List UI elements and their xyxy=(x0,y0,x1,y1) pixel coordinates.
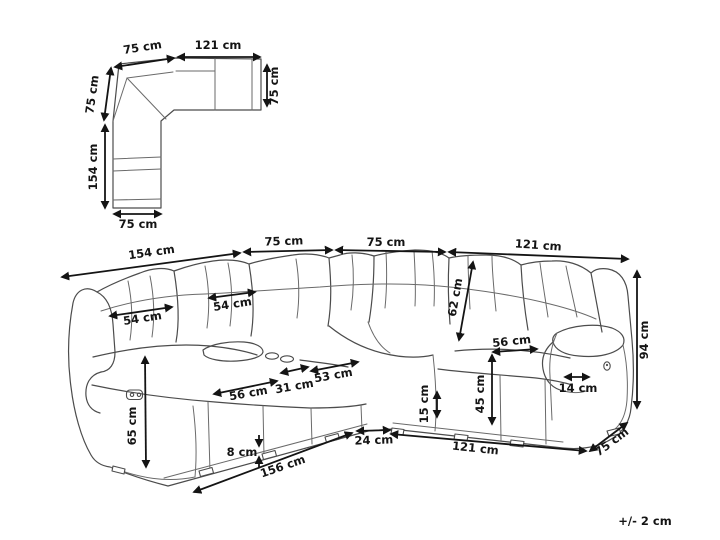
dim-label-armrest-height: 65 cm xyxy=(125,407,139,446)
dim-plan-right-depth: 75 cm xyxy=(262,63,281,108)
dim-seat-width-left: 56 cm xyxy=(212,378,279,404)
dim-label-plan-left-length: 154 cm xyxy=(86,144,100,191)
dim-label-back-width-left: 154 cm xyxy=(127,242,175,262)
dim-label-seat-depth: 56 cm xyxy=(492,332,532,350)
dim-side-depth-right: 75 cm xyxy=(588,421,631,459)
plan-view-outline xyxy=(112,57,262,209)
dim-base-clearance: 15 cm xyxy=(417,385,442,424)
dim-label-plan-top-width: 75 cm xyxy=(122,37,163,57)
dim-front-length-right: 121 cm xyxy=(389,430,588,458)
dim-armrest-top-width: 14 cm xyxy=(559,372,598,395)
perspective-dimensions: 154 cm 75 cm 75 cm 121 cm 54 cm 54 cm 62… xyxy=(60,233,651,494)
dim-label-back-width-center-right: 75 cm xyxy=(367,235,406,249)
dim-seat-width-center: 53 cm xyxy=(309,358,360,386)
dim-label-base-rail-height: 8 cm xyxy=(227,445,258,459)
dim-front-length-left: 156 cm xyxy=(192,431,354,494)
dim-seat-back-height: 45 cm xyxy=(473,353,497,426)
dim-plan-top-right-width: 121 cm xyxy=(176,38,262,62)
dim-label-seat-back-height: 45 cm xyxy=(473,375,487,414)
dim-label-corner-segment-width: 24 cm xyxy=(354,432,393,447)
dim-label-seat-width-center: 53 cm xyxy=(313,365,354,386)
dim-back-width-center-right: 75 cm xyxy=(334,235,447,257)
cup-holder-icon xyxy=(279,355,295,363)
dim-label-seat-width-left: 56 cm xyxy=(228,383,269,404)
right-armrest xyxy=(541,324,628,430)
dim-label-base-clearance: 15 cm xyxy=(417,385,431,424)
dim-seat-depth: 56 cm xyxy=(491,332,539,356)
dim-label-plan-upper-left-depth: 75 cm xyxy=(82,74,101,114)
dim-plan-upper-left-depth: 75 cm xyxy=(82,66,115,122)
cup-holder-icon xyxy=(264,352,280,360)
dim-back-width-center-left: 75 cm xyxy=(242,233,334,257)
dim-plan-top-width: 75 cm xyxy=(113,37,176,71)
dim-label-back-cushion-2: 54 cm xyxy=(212,294,253,314)
dim-back-width-left: 154 cm xyxy=(60,242,242,281)
dim-label-back-cushion-1: 54 cm xyxy=(122,308,163,328)
dim-plan-bottom-width: 75 cm xyxy=(112,209,163,231)
console xyxy=(202,341,295,363)
dim-label-back-width-center-left: 75 cm xyxy=(264,233,303,248)
dim-label-total-height: 94 cm xyxy=(637,321,651,360)
dim-base-rail-height: 8 cm xyxy=(227,435,264,468)
dim-backrest-height: 62 cm xyxy=(445,260,477,342)
dim-label-plan-bottom-width: 75 cm xyxy=(119,217,158,231)
back-cushion-seams xyxy=(127,250,603,343)
dim-label-front-length-right: 121 cm xyxy=(451,439,499,458)
power-button-icon xyxy=(603,361,611,371)
dim-plan-left-length: 154 cm xyxy=(86,123,110,210)
dim-label-plan-top-right-width: 121 cm xyxy=(195,38,242,52)
dim-label-armrest-top-width: 14 cm xyxy=(559,381,598,395)
dim-label-back-width-right: 121 cm xyxy=(514,236,562,253)
dim-armrest-height: 65 cm xyxy=(125,355,151,469)
dim-total-height: 94 cm xyxy=(632,269,651,410)
dim-label-plan-right-depth: 75 cm xyxy=(267,67,281,106)
dim-label-console-width: 31 cm xyxy=(274,376,315,397)
dim-console-width: 31 cm xyxy=(274,364,315,397)
dim-label-backrest-height: 62 cm xyxy=(445,277,466,318)
dim-corner-segment-width: 24 cm xyxy=(354,425,394,448)
dim-back-cushion-1: 54 cm xyxy=(108,303,174,328)
dim-back-width-right: 121 cm xyxy=(447,236,630,264)
dim-back-cushion-2: 54 cm xyxy=(207,288,257,314)
tolerance-note: +/- 2 cm xyxy=(618,514,671,528)
plan-view: 75 cm 121 cm 75 cm 154 cm 75 cm 75 cm xyxy=(82,37,281,231)
